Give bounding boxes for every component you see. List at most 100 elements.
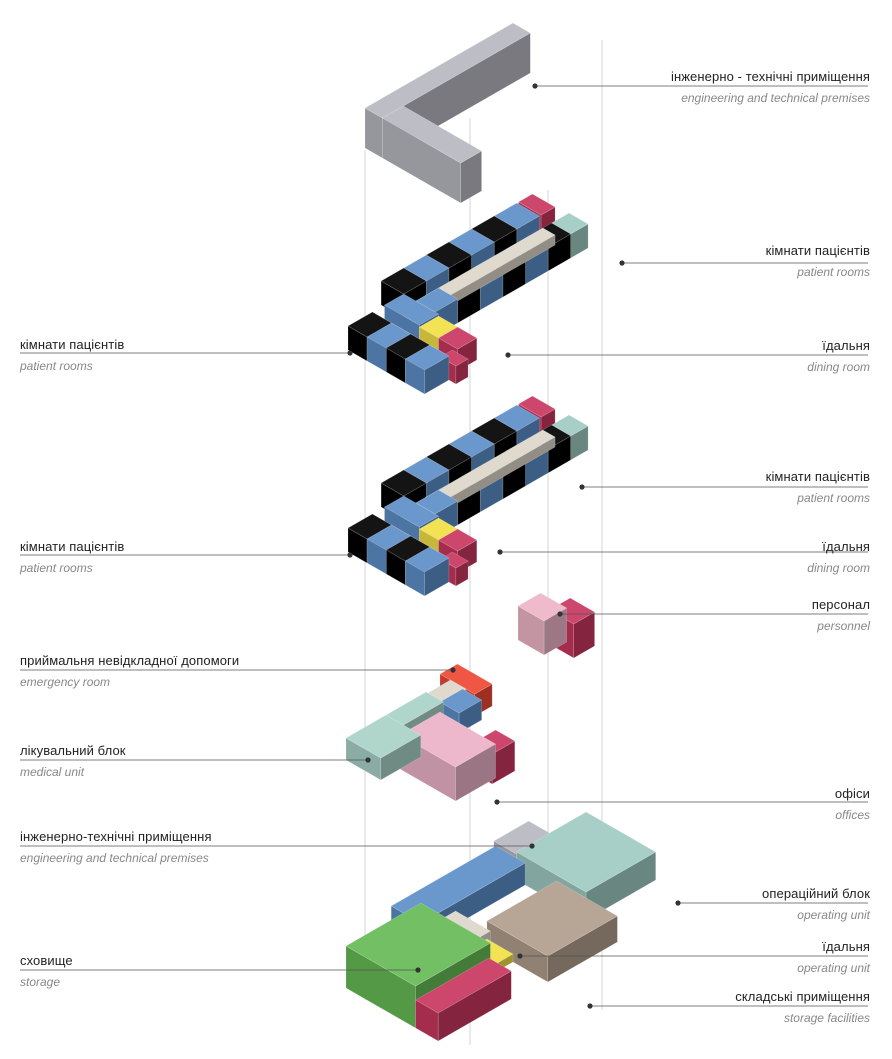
leader-eng-basement-dot (529, 843, 535, 849)
label-uk: кімнати пацієнтів (765, 469, 870, 484)
storage-block-top-face (345, 902, 491, 987)
patient-room-east-outer-4-top-face (471, 417, 518, 445)
label-storage: сховище storage (20, 954, 73, 988)
leader-l5-rooms-left-dot (347, 350, 353, 356)
level-medical (345, 663, 516, 802)
label-uk: їдальня (822, 539, 870, 554)
label-uk: їдальня (822, 939, 870, 954)
patient-room-west-3-top-face (405, 546, 450, 573)
patient-room-east-outer-2-top-face (425, 443, 472, 471)
leader-l5-rooms-right-dot (619, 260, 625, 266)
leader-l5-dining-dot (505, 352, 511, 358)
label-en: dining room (807, 360, 870, 374)
leader-l4-rooms-right-dot (579, 484, 585, 490)
label-storage-facilities: складські приміщення storage facilities (735, 990, 870, 1024)
leader-l4-rooms-left-dot (347, 552, 353, 558)
label-engineering-top: інженерно - технічні приміщення engineer… (671, 70, 870, 104)
level-patient-rooms-lower (347, 395, 589, 597)
label-uk: сховище (20, 953, 73, 968)
patient-room-east-outer-3-top-face (448, 430, 495, 458)
label-uk: кімнати пацієнтів (765, 243, 870, 258)
patient-room-west-inner-top-face (384, 495, 439, 528)
label-en: patient rooms (797, 265, 870, 279)
emergency-rooms-top-face (439, 688, 483, 714)
label-uk: складські приміщення (735, 989, 870, 1004)
label-medical-unit: лікувальний блок medical unit (20, 744, 126, 778)
staff-service-ground-top-face (415, 957, 512, 1014)
engineering-block-main-top-face (364, 22, 531, 119)
label-engineering-basement: інженерно-технічні приміщення engineerin… (20, 830, 212, 864)
label-offices: офіси offices (835, 787, 870, 821)
label-uk: офіси (834, 786, 870, 801)
label-uk: операційний блок (762, 886, 870, 901)
label-en: engineering and technical premises (681, 91, 870, 105)
label-uk: персонал (811, 597, 870, 612)
patient-room-east-outer-3-top-face (448, 228, 495, 256)
leader-emergency-dot (450, 667, 456, 673)
patient-room-west-inner-top-face (384, 293, 439, 326)
label-en: offices (835, 808, 870, 822)
leader-ground-dining-dot (517, 953, 523, 959)
leader-engineering-top-dot (532, 83, 538, 89)
label-en: emergency room (20, 675, 111, 689)
leader-offices-dot (494, 799, 500, 805)
label-level5-patient-rooms-left: кімнати пацієнтів patient rooms (20, 338, 124, 372)
label-en: medical unit (20, 765, 85, 779)
leader-operating-dot (675, 900, 681, 906)
label-level4-patient-rooms-left: кімнати пацієнтів patient rooms (20, 540, 124, 574)
label-en: storage (20, 975, 61, 989)
label-ground-dining: їдальня operating unit (797, 940, 870, 974)
label-uk: кімнати пацієнтів (20, 337, 125, 352)
patient-room-west-3-top-face (405, 344, 450, 371)
level-personnel (517, 592, 595, 659)
label-emergency-room: приймальня невідкладної допомоги emergen… (20, 654, 239, 688)
patient-room-east-outer-2-top-face (425, 241, 472, 269)
staff-room-west-top-face (439, 349, 469, 367)
staff-room-east-top-face (518, 395, 556, 418)
engineering-block-arm-top-face (382, 105, 482, 164)
label-en: patient rooms (20, 561, 93, 575)
offices-block-top-face (399, 711, 496, 768)
label-en: patient rooms (20, 359, 93, 373)
label-uk: інженерно - технічні приміщення (670, 69, 870, 84)
label-en: patient rooms (797, 491, 870, 505)
patient-room-east-outer-0-top-face (380, 469, 427, 497)
leader-storage-dot (415, 967, 421, 973)
label-uk: кімнати пацієнтів (20, 539, 125, 554)
operating-unit-top-face (516, 811, 657, 893)
storage-facilities-top-face (486, 880, 618, 957)
label-uk: приймальня невідкладної допомоги (20, 653, 240, 668)
level-patient-rooms-upper (347, 193, 589, 395)
label-personnel: персонал personnel (812, 598, 870, 632)
leader-medical-dot (365, 757, 371, 763)
label-uk: лікувальний блок (20, 743, 126, 758)
personnel-block-top-face (517, 592, 568, 622)
label-level4-dining-room: їдальня dining room (807, 540, 870, 574)
patient-room-east-outer-0-top-face (380, 267, 427, 295)
label-operating-unit: операційний блок operating unit (762, 887, 870, 921)
label-level4-patient-rooms-right: кімнати пацієнтів patient rooms (766, 470, 870, 504)
level-engineering-top (364, 22, 531, 204)
label-en: dining room (807, 561, 870, 575)
leader-lines (20, 83, 868, 1009)
level-ground (345, 811, 657, 1042)
label-en: engineering and technical premises (20, 851, 209, 865)
staff-room-west-top-face (439, 551, 469, 569)
leader-storage-facilities-dot (587, 1003, 593, 1009)
label-level5-dining-room: їдальня dining room (807, 339, 870, 373)
label-uk: їдальня (822, 338, 870, 353)
label-en: operating unit (797, 961, 870, 975)
label-level5-patient-rooms-right: кімнати пацієнтів patient rooms (766, 244, 870, 278)
label-uk: інженерно-технічні приміщення (20, 829, 212, 844)
label-en: personnel (817, 619, 870, 633)
service-room-top-face (438, 528, 478, 552)
staff-room-east-top-face (518, 193, 556, 216)
label-en: storage facilities (783, 1011, 870, 1025)
leader-personnel-dot (557, 611, 563, 617)
building-levels (345, 22, 657, 1042)
leader-l4-dining-dot (497, 549, 503, 555)
label-en: operating unit (797, 908, 870, 922)
service-room-top-face (438, 326, 478, 350)
medical-unit-west-top-face (345, 714, 422, 759)
